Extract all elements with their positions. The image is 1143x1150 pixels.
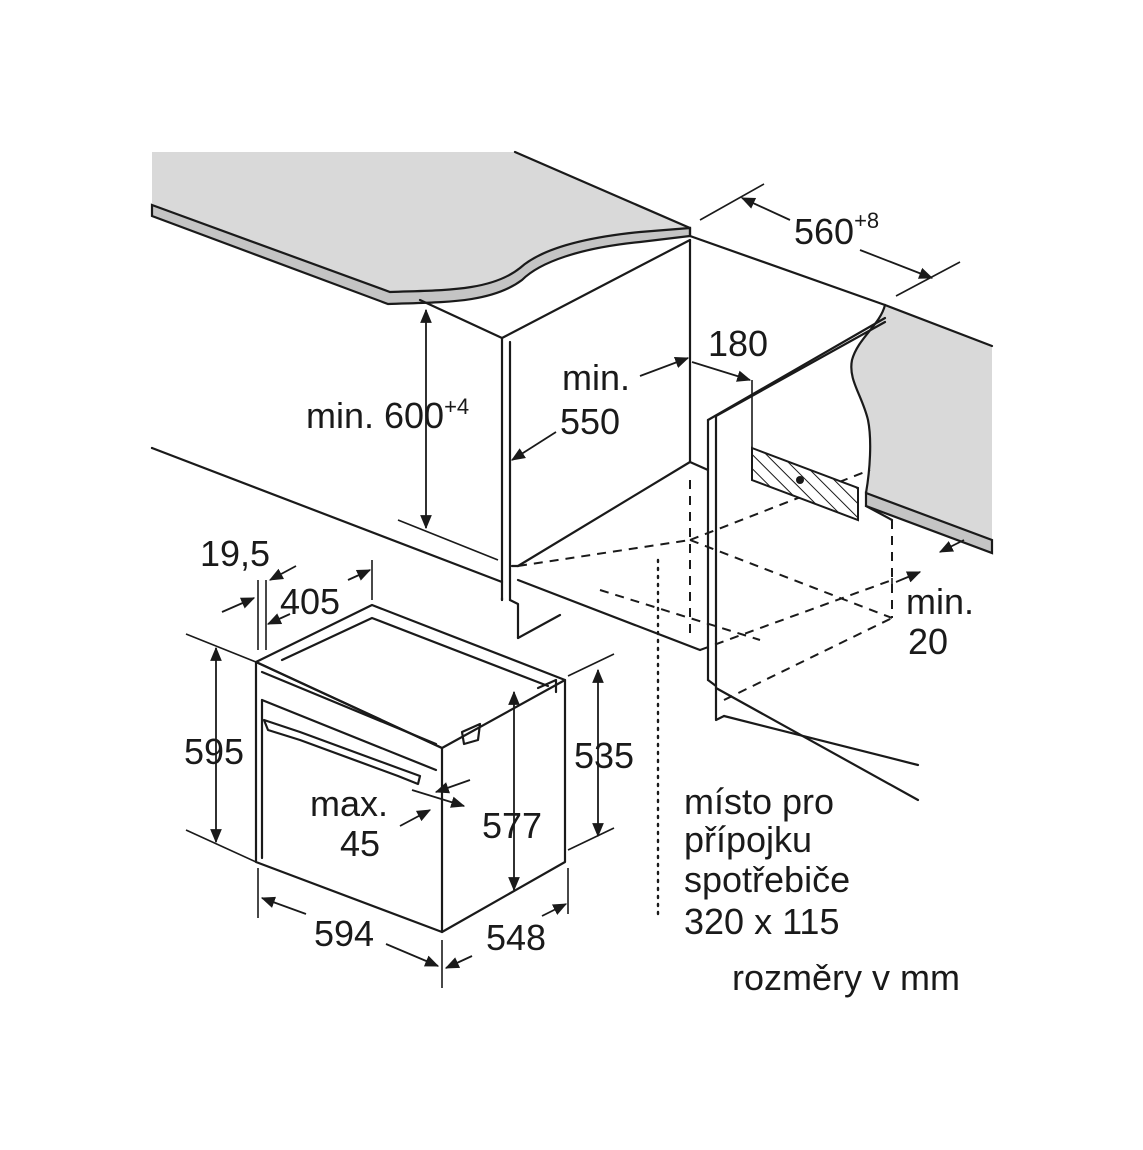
front-width-label: 594 xyxy=(314,913,374,954)
handle-label-2: 45 xyxy=(340,823,380,864)
oven xyxy=(254,603,567,934)
connection-label-4: 320 x 115 xyxy=(684,901,839,942)
connection-label-2: přípojku xyxy=(684,819,812,860)
front-height-label: 595 xyxy=(184,731,244,772)
rear-gap-label: 180 xyxy=(708,323,768,364)
connection-label-1: místo pro xyxy=(684,781,834,822)
trim-depth-label: 19,5 xyxy=(200,533,270,574)
side-gap-label-1: min. xyxy=(906,581,974,622)
body-height-label: 535 xyxy=(574,735,634,776)
depth-min-label-1: min. xyxy=(562,357,630,398)
side-gap-label-2: 20 xyxy=(908,621,948,662)
hidden-lines xyxy=(517,469,893,701)
countertop-right xyxy=(850,303,994,555)
cabinet-niche xyxy=(150,226,920,802)
connection-area xyxy=(656,380,859,922)
depth-min-label-2: 550 xyxy=(560,401,620,442)
dimension-lines xyxy=(185,183,965,988)
connection-label-3: spotřebiče xyxy=(684,859,850,900)
units-note: rozměry v mm xyxy=(732,957,960,998)
niche-height-label: min. 600+4 xyxy=(306,394,469,436)
trim-width-label: 405 xyxy=(280,581,340,622)
handle-label-1: max. xyxy=(310,783,388,824)
body-depth-label: 548 xyxy=(486,917,546,958)
niche-width-label: 560+8 xyxy=(794,208,879,252)
body-height-inner-label: 577 xyxy=(482,805,542,846)
dimension-labels: min. 600+4 560+8 min. 550 180 min. 20 19… xyxy=(184,208,974,998)
